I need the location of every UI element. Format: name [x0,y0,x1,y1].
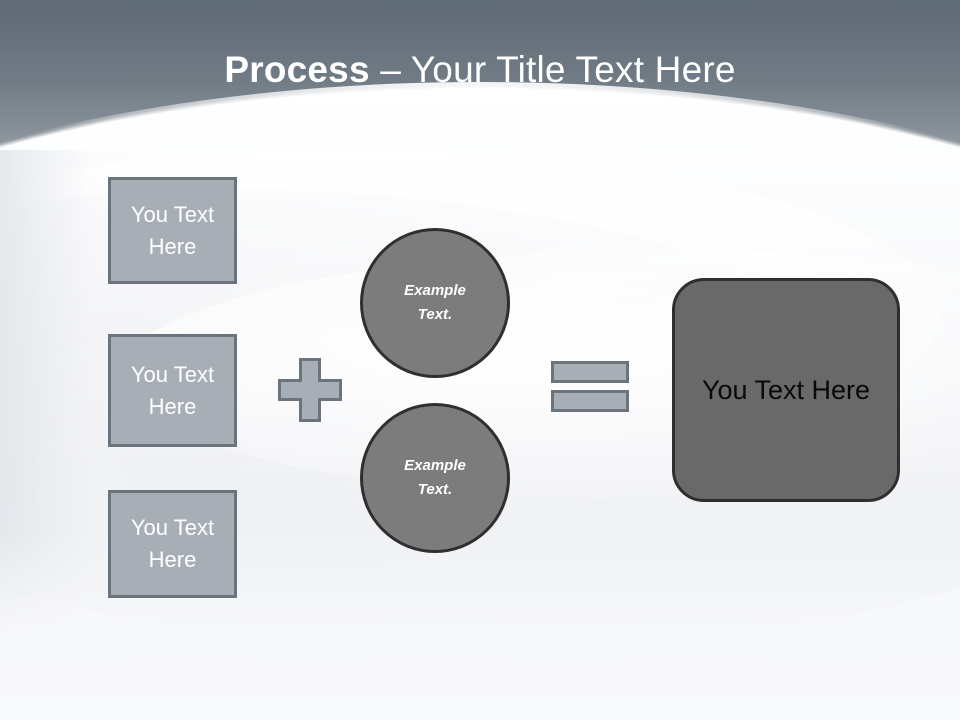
input-box-3[interactable]: You Text Here [108,490,237,598]
slide-title-rest: – Your Title Text Here [369,49,736,90]
input-box-1[interactable]: You Text Here [108,177,237,284]
input-box-2[interactable]: You Text Here [108,334,237,447]
equals-icon [551,361,629,412]
input-box-3-line1: You Text [130,515,215,540]
example-circle-1-line1: Example [404,282,466,299]
plus-icon-seam-top [302,379,318,383]
plus-icon-seam-right [317,382,321,398]
input-box-1-line2: Here [148,233,197,259]
input-box-1-line1: You Text [130,201,215,227]
plus-icon [278,358,342,422]
plus-icon-center-fill [302,382,318,398]
result-box[interactable]: You Text Here [672,278,900,502]
example-circle-2-line2: Text. [417,481,453,498]
slide-title: Process – Your Title Text Here [0,48,960,92]
input-box-2-line2: Here [148,393,197,419]
example-circle-2-line1: Example [404,457,466,474]
example-circle-1-line2: Text. [417,306,453,323]
plus-icon-seam-left [299,382,303,398]
equals-icon-top-bar [551,361,629,383]
equals-icon-bottom-bar [551,390,629,412]
plus-icon-seam-bottom [302,397,318,401]
input-box-3-line2: Here [148,547,197,572]
input-box-2-line1: You Text [130,361,215,387]
result-box-label: You Text Here [701,375,871,405]
example-circle-1[interactable]: Example Text. [360,228,510,378]
example-circle-2[interactable]: Example Text. [360,403,510,553]
slide-title-strong: Process [224,49,370,90]
